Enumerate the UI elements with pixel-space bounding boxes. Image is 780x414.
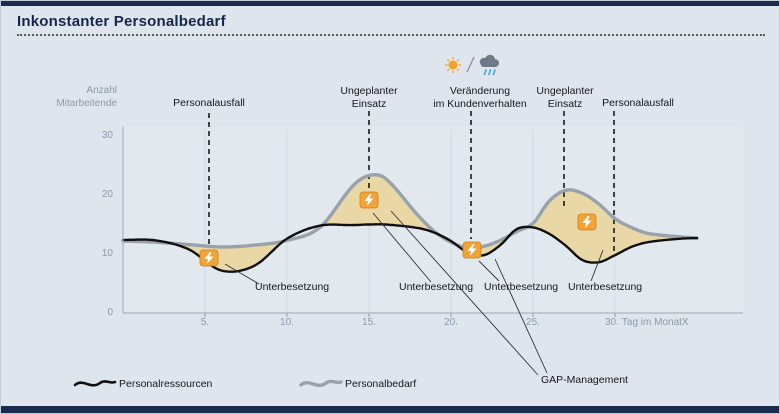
gap-label-4: Unterbesetzung (568, 281, 643, 293)
x-tick-5: 5. (200, 317, 210, 328)
gap-label-2: Unterbesetzung (399, 281, 474, 293)
legend-label-gap-management: GAP-Management (541, 374, 628, 386)
leader-unterbesetzung-1 (224, 263, 260, 285)
gap-area (529, 189, 694, 263)
x-axis-ticks (204, 313, 616, 317)
annotation-line: Veränderung (449, 85, 511, 97)
annotation-ungeplanter-einsatz-2: Ungeplanter Einsatz (536, 85, 593, 110)
flash-icon (199, 249, 219, 267)
leader-lines (224, 210, 604, 376)
gap-label-1: Unterbesetzung (255, 281, 330, 293)
flash-icon (577, 213, 597, 231)
legend-swatch-personalressourcen (73, 380, 117, 387)
annotation-line: Einsatz (351, 97, 387, 110)
gap-label-3: Unterbesetzung (484, 281, 559, 293)
legend-label-personalbedarf: Personalbedarf (345, 378, 417, 390)
x-tick-30: 30.Tag im MonatX (605, 317, 692, 328)
y-tick-10: 10 (101, 248, 113, 259)
y-tick-0: 0 (107, 307, 113, 318)
y-axis-title-line: Mitarbeitende (56, 97, 117, 109)
x-tick-15: 15. (362, 317, 376, 328)
gap-icons (199, 191, 597, 267)
annotation-kundenverhalten: Veränderung im Kundenverhalten (433, 85, 526, 110)
sun-icon (445, 57, 461, 73)
title-divider (17, 34, 765, 36)
y-axis-title-line: Anzahl (86, 85, 117, 96)
weather-slash-icon (466, 56, 475, 73)
personalressourcen-curve (121, 223, 699, 273)
leader-unterbesetzung-3 (478, 260, 500, 282)
y-tick-20: 20 (101, 189, 113, 200)
x-tick-30-number: 30. (605, 317, 619, 328)
x-tick-25: 25. (526, 317, 540, 328)
annotation-personalausfall-right: Personalausfall (602, 97, 674, 109)
x-tick-20: 20. (444, 317, 458, 328)
annotation-line: Ungeplanter (536, 85, 594, 97)
axes (122, 127, 743, 314)
gap-area (172, 241, 283, 272)
annotation-line: Einsatz (547, 97, 583, 110)
personalbedarf-curve (121, 172, 699, 250)
annotation-ungeplanter-einsatz-1: Ungeplanter Einsatz (340, 85, 397, 110)
page-title: Inkonstanter Personalbedarf (17, 13, 226, 30)
top-border-band (1, 1, 779, 6)
annotation-line: im Kundenverhalten (433, 97, 527, 110)
legend-label-personalressourcen: Personalressourcen (119, 378, 213, 390)
flash-icon (359, 191, 379, 209)
rain-cloud-icon (479, 54, 500, 76)
x-tick-10: 10. (280, 317, 294, 328)
leader-gap-management-2 (494, 258, 548, 374)
bottom-border-band (1, 406, 779, 413)
y-tick-30: 30 (101, 130, 113, 141)
leader-gap-management-1 (390, 210, 539, 376)
legend-swatch-personalbedarf (299, 379, 343, 387)
leader-unterbesetzung-4 (590, 249, 604, 282)
y-axis-title: Anzahl Mitarbeitende (35, 85, 117, 110)
plot-area (123, 127, 743, 313)
annotation-line: Ungeplanter (340, 85, 398, 97)
leader-unterbesetzung-2 (372, 212, 432, 283)
annotation-personalausfall-left: Personalausfall (173, 97, 245, 109)
x-axis-label: Tag im MonatX (621, 317, 689, 328)
vertical-gridlines (204, 129, 616, 312)
flash-icon (462, 241, 482, 259)
